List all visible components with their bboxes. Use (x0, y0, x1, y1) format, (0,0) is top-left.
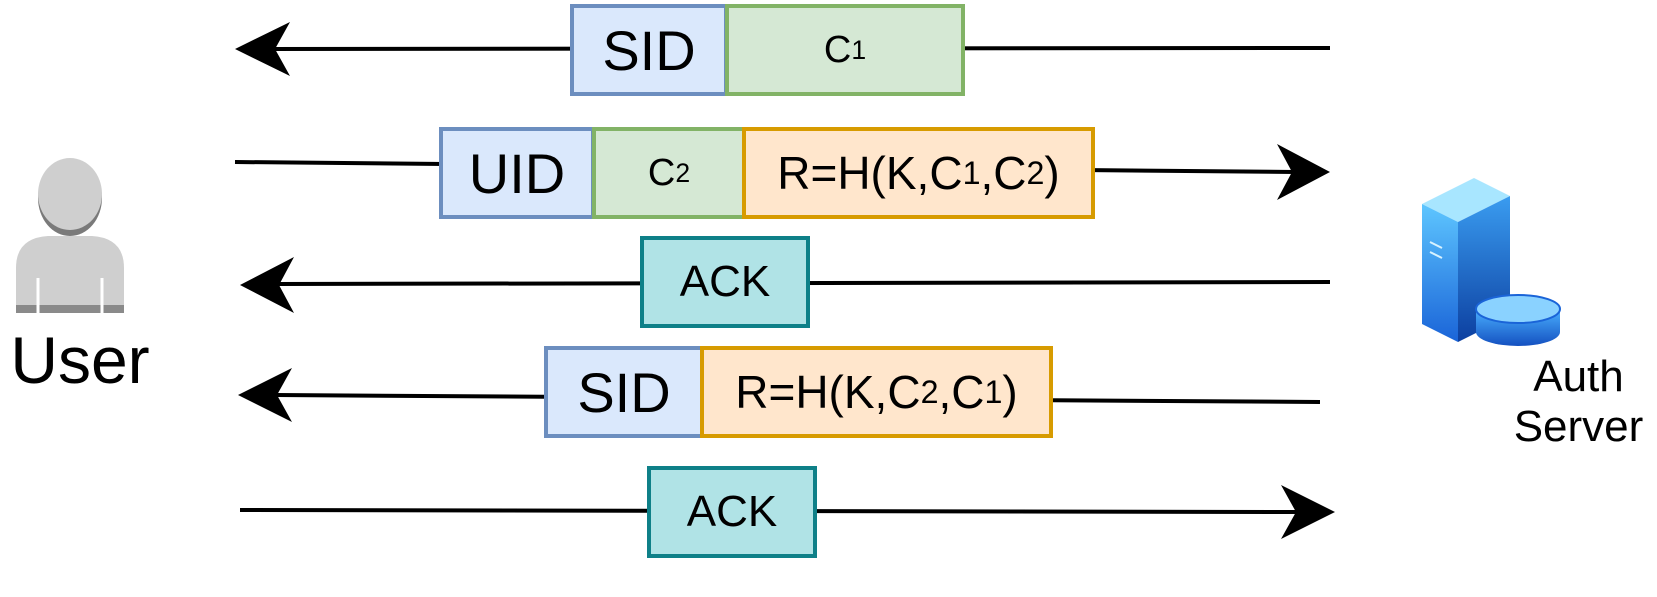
msg2-uid-field: UID (439, 127, 595, 219)
arrowhead-msg1 (235, 22, 290, 76)
msg2-response-sep: , (980, 147, 994, 199)
msg4-response-suffix: ) (1002, 366, 1018, 418)
server-database-icon (1422, 178, 1561, 346)
msg4-response-sep: , (938, 366, 952, 418)
msg2-response-c-second: C (993, 147, 1027, 199)
msg4-response-prefix: R=H(K, (735, 366, 888, 418)
msg3-ack-field: ACK (640, 236, 810, 328)
user-label: User (10, 323, 150, 397)
msg2-response-prefix: R=H(K, (777, 147, 930, 199)
msg4-response-c-first: C (887, 366, 921, 418)
msg1-challenge-base: C (823, 28, 852, 71)
arrowhead-msg2 (1277, 144, 1330, 200)
msg2-response-suffix: ) (1044, 147, 1060, 199)
server-label: Auth Server (1500, 352, 1657, 452)
msg4-sid-field: SID (544, 346, 704, 438)
user-icon (16, 158, 124, 313)
server-label-line2: Server (1513, 402, 1644, 451)
server-label-line1: Auth (1533, 352, 1624, 401)
arrowhead-msg5 (1281, 485, 1335, 539)
msg5-ack-field: ACK (647, 466, 817, 558)
arrowhead-msg4 (238, 368, 292, 422)
msg2-response-c-first: C (929, 147, 963, 199)
arrowhead-msg3 (240, 257, 294, 313)
msg2-challenge-base: C (647, 151, 676, 194)
msg1-sid-field: SID (570, 4, 728, 96)
msg4-response-c-second: C (951, 366, 985, 418)
